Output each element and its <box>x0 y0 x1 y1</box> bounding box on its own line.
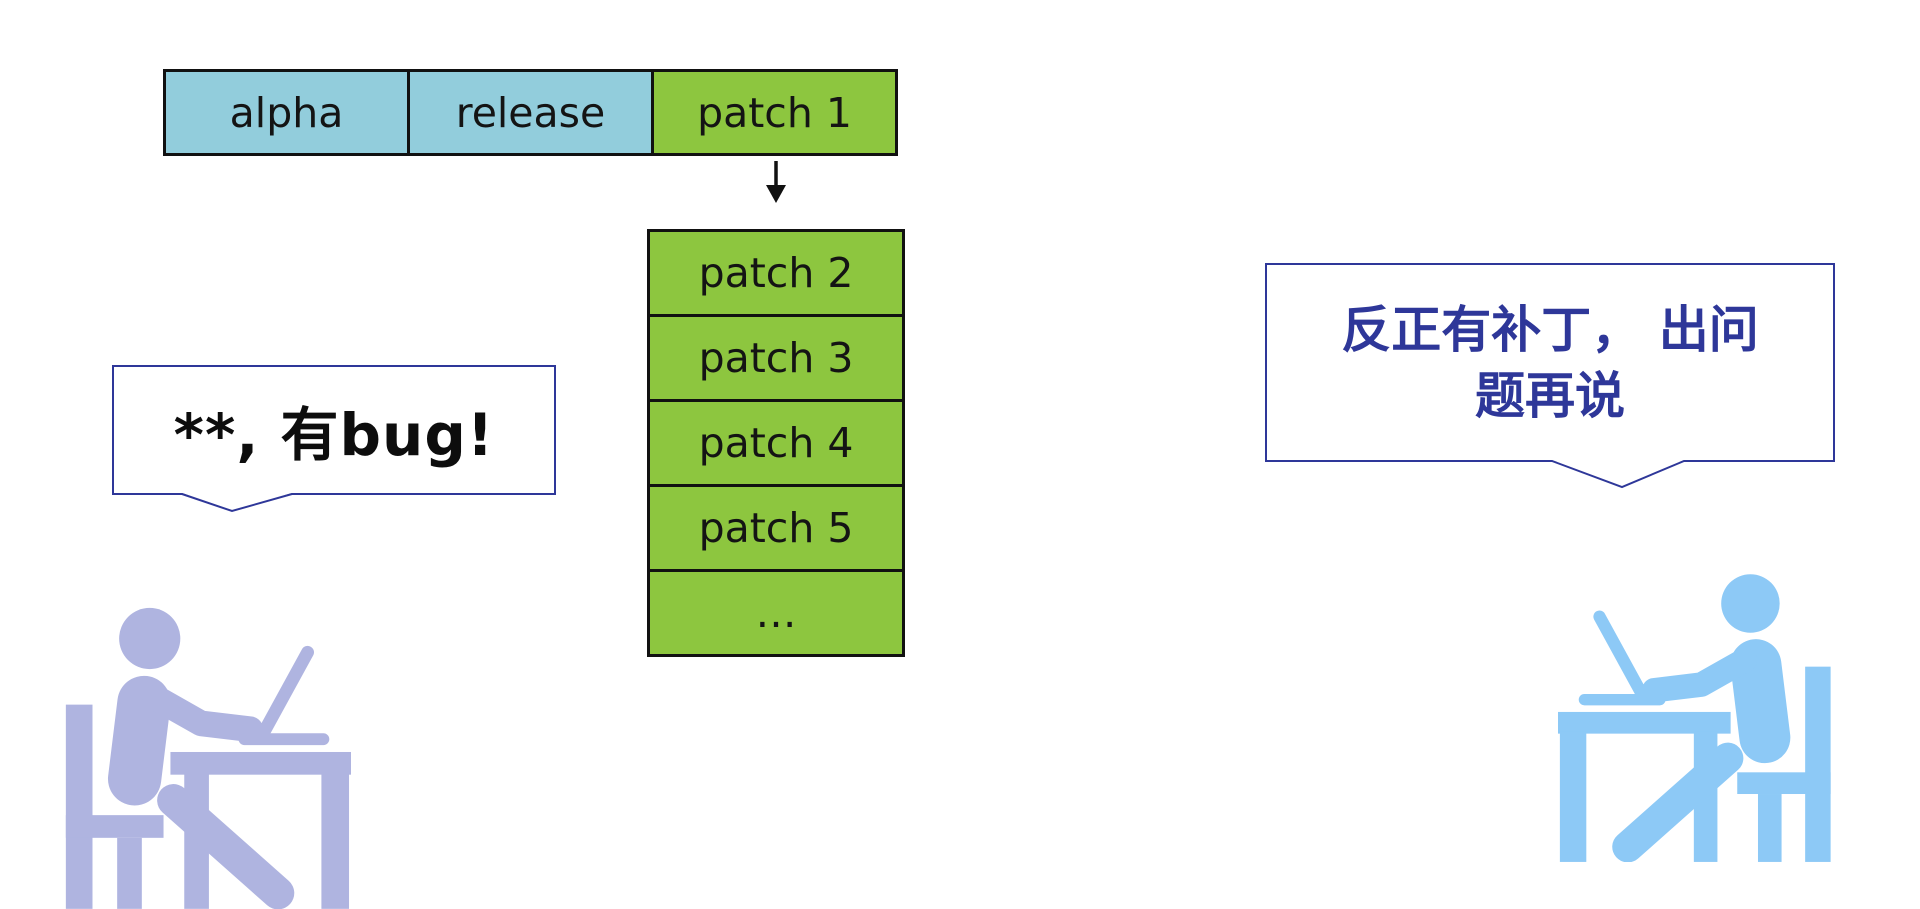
speech-bubble-tail-icon <box>181 493 293 513</box>
patch-stack-row: patch 4 <box>650 399 902 484</box>
patch-stack-row-ellipsis: … <box>650 569 902 654</box>
person-working-on-laptop-icon <box>1558 560 1841 862</box>
speech-bubble-right: 反正有补丁， 出问 题再说 <box>1265 263 1835 489</box>
speech-bubble-tail-icon <box>1551 460 1685 489</box>
speech-bubble-left-text: **, 有bug! <box>173 401 495 469</box>
down-arrow-icon <box>766 161 786 203</box>
patch-stack-row: patch 3 <box>650 314 902 399</box>
speech-bubble-left: **, 有bug! <box>112 365 556 513</box>
person-working-on-laptop-icon <box>55 593 351 909</box>
timeline-cell-patch-1: patch 1 <box>651 72 895 153</box>
timeline-cell-release: release <box>407 72 651 153</box>
timeline-cell-alpha: alpha <box>166 72 407 153</box>
patch-stack-row: patch 2 <box>698 249 854 297</box>
speech-bubble-right-line2: 题再说 <box>1475 365 1625 425</box>
patch-stack: patch 2 patch 3 patch 4 patch 5 … <box>647 229 905 657</box>
speech-bubble-right-line1: 反正有补丁， 出问 <box>1341 299 1759 359</box>
release-timeline-bar: alpha release patch 1 <box>163 69 898 156</box>
patch-stack-row: patch 5 <box>650 484 902 569</box>
